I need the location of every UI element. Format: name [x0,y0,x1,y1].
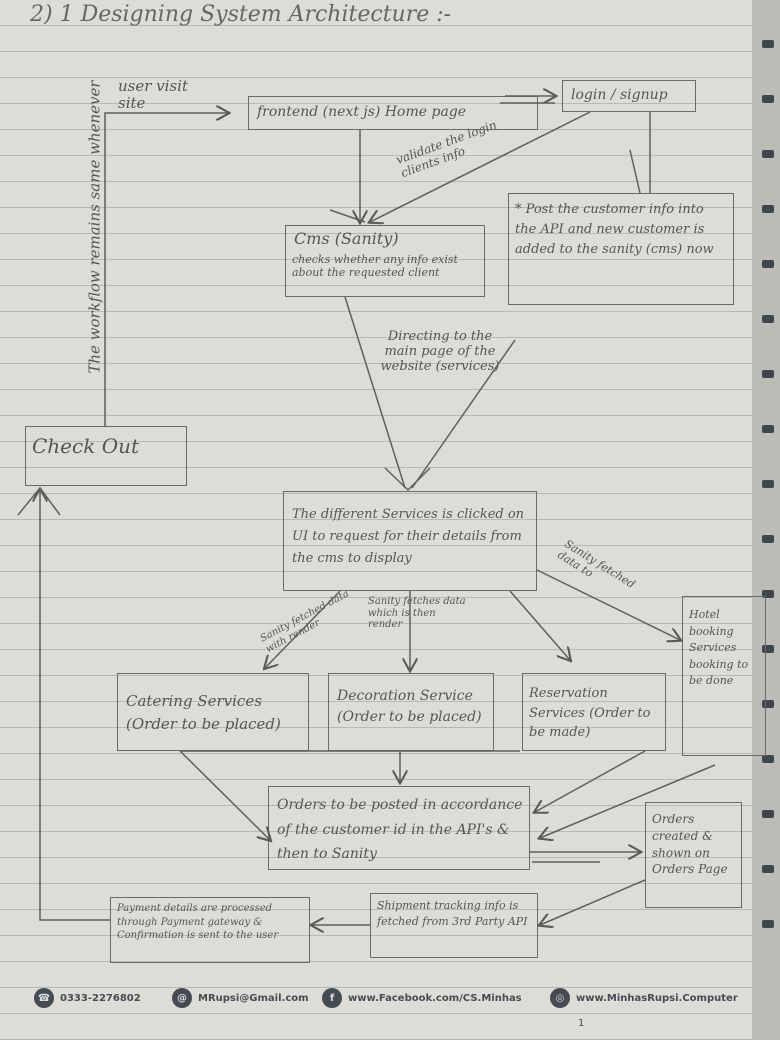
facebook-icon: f [322,988,342,1008]
decoration-node: Decoration Service (Order to be placed) [328,673,494,751]
footer-email-text: MRupsi@Gmail.com [198,992,309,1004]
footer-email: @ MRupsi@Gmail.com [172,988,309,1008]
cms-node: Cms (Sanity) checks whether any info exi… [285,225,485,297]
post-customer-label: * Post the customer info into the API an… [515,202,714,258]
notebook-spiral-edge [752,0,780,1040]
services-label: The different Services is clicked on UI … [292,507,525,567]
footer-phone: ☎ 0333-2276802 [34,988,141,1008]
frontend-node: frontend (next js) Home page [248,96,538,130]
cms-label: Cms (Sanity) [294,229,399,248]
post-customer-node: * Post the customer info into the API an… [508,193,734,305]
sanity-fetched-mid-label: Sanity fetches data which is then render [368,596,466,630]
catering-node: Catering Services (Order to be placed) [117,673,309,751]
checkout-label: Check Out [32,434,140,458]
cms-to-services-funnel [344,296,406,489]
services-to-reservation-arrow [509,590,570,660]
shipment-node: Shipment tracking info is fetched from 3… [370,893,538,958]
user-visit-label: user visit site [118,77,188,113]
hotel-to-orders-arrow [540,764,716,838]
email-icon: @ [172,988,192,1008]
loop-line [104,113,228,426]
hotel-label: Hotel booking Services booking to be don… [689,608,749,687]
phone-icon: ☎ [34,988,54,1008]
reservation-label: Reservation Services (Order to be made) [529,686,651,740]
footer-facebook-text: www.Facebook.com/CS.Minhas [348,992,522,1004]
footer-facebook: f www.Facebook.com/CS.Minhas [322,988,522,1008]
checkout-node[interactable]: Check Out [25,426,187,486]
decoration-label: Decoration Service (Order to be placed) [337,688,482,725]
created-to-shipment-arrow [540,879,646,925]
footer-website: ◎ www.MinhasRupsi.Computer [550,988,738,1008]
footer-website-text: www.MinhasRupsi.Computer [576,992,738,1004]
directing-label: Directing to the main page of the websit… [380,329,500,374]
cms-note: checks whether any info exist about the … [292,253,458,279]
frontend-label: frontend (next js) Home page [257,104,467,120]
reservation-node: Reservation Services (Order to be made) [522,673,666,751]
hotel-node: Hotel booking Services booking to be don… [682,596,766,756]
payment-to-checkout-arrow [40,490,110,921]
page-heading: 2) 1 Designing System Architecture :- [30,2,452,27]
page-number: 1 [578,1018,585,1029]
catering-label: Catering Services (Order to be placed) [126,692,281,733]
orders-created-node: Orders created & shown on Orders Page [645,802,742,908]
catering-to-orders-arrow [179,750,270,840]
orders-node: Orders to be posted in accordance of the… [268,786,530,870]
notebook-footer: ☎ 0333-2276802 @ MRupsi@Gmail.com f www.… [30,984,760,1010]
payment-label: Payment details are processed through Pa… [117,903,279,941]
orders-created-label: Orders created & shown on Orders Page [652,812,728,877]
login-label: login / signup [571,87,668,103]
login-node: login / signup [562,80,696,112]
services-to-hotel-arrow [536,569,680,640]
services-to-catering-arrow [265,590,341,668]
footer-phone-text: 0333-2276802 [60,992,141,1004]
shipment-label: Shipment tracking info is fetched from 3… [377,899,528,928]
reservation-to-orders-arrow [535,750,646,812]
orders-label: Orders to be posted in accordance of the… [277,797,523,862]
login-to-cms-arrow [370,111,591,222]
globe-icon: ◎ [550,988,570,1008]
services-node: The different Services is clicked on UI … [283,491,537,591]
